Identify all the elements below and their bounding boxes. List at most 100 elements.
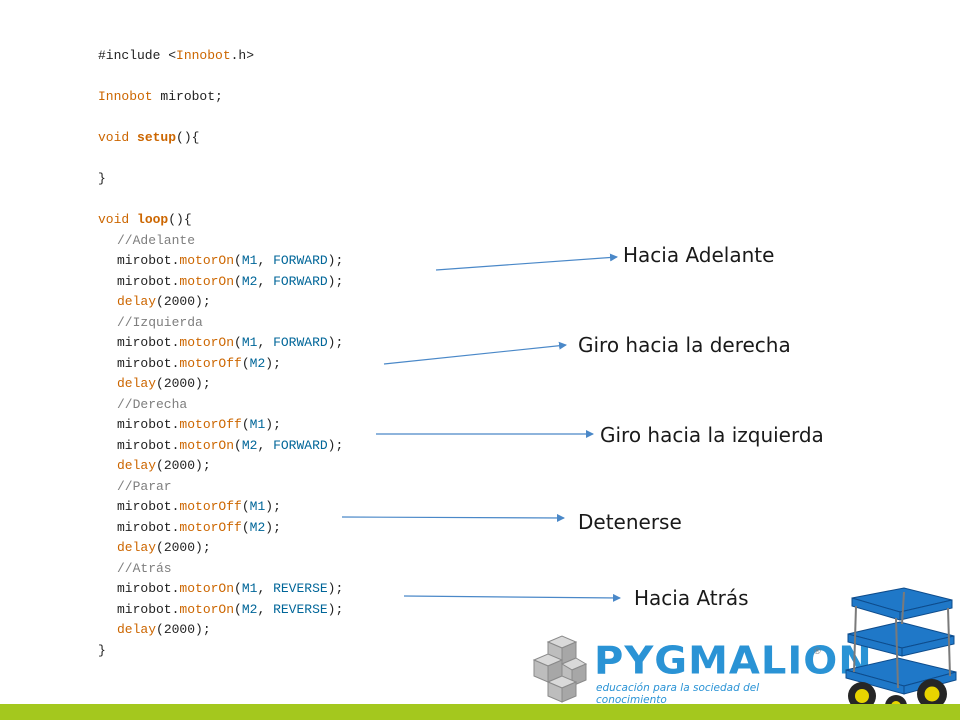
code-token: ( — [234, 581, 242, 596]
arrow-backward — [403, 593, 621, 602]
code-token: void — [98, 130, 130, 145]
code-token: ( — [241, 417, 250, 432]
code-token: motorOn — [179, 253, 235, 268]
code-line: //Adelante — [98, 231, 343, 252]
code-token: delay — [117, 458, 157, 473]
code-line: mirobot.motorOff(M2); — [98, 354, 343, 375]
bottom-accent-bar — [0, 704, 960, 720]
label-backward: Hacia Atrás — [634, 586, 749, 610]
code-token: motorOn — [179, 601, 235, 617]
code-token: mirobot. — [117, 499, 180, 514]
code-token: M2 — [241, 601, 258, 617]
code-token: mirobot. — [117, 519, 180, 535]
code-line: mirobot.motorOff(M2); — [98, 518, 343, 539]
code-token: motorOn — [179, 437, 235, 453]
label-stop: Detenerse — [578, 510, 682, 534]
code-token: //Parar — [117, 478, 172, 494]
code-token: motorOff — [179, 499, 242, 514]
code-token: //Derecha — [117, 396, 188, 412]
code-line: delay(2000); — [98, 374, 343, 395]
code-token: mirobot; — [152, 89, 223, 104]
arrow-forward — [435, 253, 618, 271]
code-line: void setup(){ — [98, 128, 343, 149]
code-token: M1 — [249, 499, 266, 514]
code-token: motorOff — [179, 519, 242, 535]
code-line: delay(2000); — [98, 620, 343, 641]
logo-registered: ® — [814, 646, 821, 656]
label-turn-left: Giro hacia la izquierda — [600, 423, 824, 447]
code-line: } — [98, 169, 343, 190]
code-token: ); — [265, 417, 281, 432]
code-token: (2000); — [156, 622, 211, 637]
code-token: M1 — [249, 417, 266, 432]
code-token: REVERSE — [273, 581, 328, 596]
code-token: ); — [327, 273, 344, 289]
code-token: //Atrás — [117, 560, 172, 576]
code-token: (2000); — [156, 294, 211, 309]
code-token: } — [98, 642, 106, 658]
pygmalion-logo: PYGMALION ® educación para la sociedad d… — [528, 632, 872, 706]
code-line: //Parar — [98, 477, 343, 498]
code-token: REVERSE — [273, 601, 328, 617]
code-token: delay — [117, 294, 157, 309]
code-token: ( — [234, 335, 242, 350]
code-line: mirobot.motorOff(M1); — [98, 415, 343, 436]
code-token: M2 — [249, 519, 266, 535]
cube-cluster-icon — [532, 635, 588, 703]
code-token: , — [257, 581, 274, 596]
code-line: mirobot.motorOn(M2, FORWARD); — [98, 272, 343, 293]
code-token: M1 — [241, 335, 258, 350]
code-line: mirobot.motorOn(M1, REVERSE); — [98, 579, 343, 600]
code-token: #include < — [98, 48, 177, 63]
code-token: Innobot — [176, 48, 231, 63]
code-token: mirobot. — [117, 417, 180, 432]
code-token: mirobot. — [117, 273, 180, 289]
code-token: motorOn — [179, 335, 235, 350]
code-token: (2000); — [156, 376, 211, 391]
label-forward: Hacia Adelante — [623, 243, 775, 267]
code-token: FORWARD — [273, 273, 328, 289]
code-token: mirobot. — [117, 581, 180, 596]
code-line: //Derecha — [98, 395, 343, 416]
code-token: ); — [265, 519, 281, 535]
logo-tagline: educación para la sociedad del conocimie… — [596, 682, 760, 706]
code-token: motorOff — [179, 355, 242, 371]
robot-kit-photo — [845, 587, 957, 717]
code-line: delay(2000); — [98, 292, 343, 313]
code-line: } — [98, 641, 343, 662]
code-token: , — [257, 437, 274, 453]
code-token: ); — [327, 581, 344, 596]
code-token: , — [257, 253, 274, 268]
code-token: (2000); — [156, 540, 211, 555]
code-token: , — [257, 601, 274, 617]
code-token: (){ — [168, 212, 192, 227]
code-token: M2 — [249, 355, 266, 371]
code-token: M2 — [241, 273, 258, 289]
code-token: loop — [137, 212, 169, 227]
code-token: ); — [327, 437, 344, 453]
code-listing: #include <Innobot.h> Innobot mirobot; vo… — [98, 46, 343, 661]
arrow-turn-right — [383, 341, 567, 365]
code-line: //Izquierda — [98, 313, 343, 334]
code-token: mirobot. — [117, 335, 180, 350]
code-token: ( — [234, 273, 242, 289]
code-token: motorOff — [179, 417, 242, 432]
code-token: mirobot. — [117, 437, 180, 453]
arrow-stop — [341, 513, 565, 522]
code-token: //Adelante — [117, 232, 196, 248]
code-token: FORWARD — [273, 253, 328, 268]
code-token: } — [98, 171, 106, 186]
code-token: FORWARD — [273, 437, 328, 453]
code-token: ); — [327, 601, 344, 617]
code-token: FORWARD — [273, 335, 328, 350]
logo-brand: PYGMALION — [594, 639, 873, 683]
code-token: ( — [234, 253, 242, 268]
code-token: ); — [327, 335, 344, 350]
code-line: //Atrás — [98, 559, 343, 580]
code-token: Innobot — [98, 89, 153, 104]
code-token: motorOn — [179, 273, 235, 289]
code-token: .h> — [230, 48, 255, 63]
code-token: ( — [234, 601, 242, 617]
code-token: ( — [241, 355, 250, 371]
